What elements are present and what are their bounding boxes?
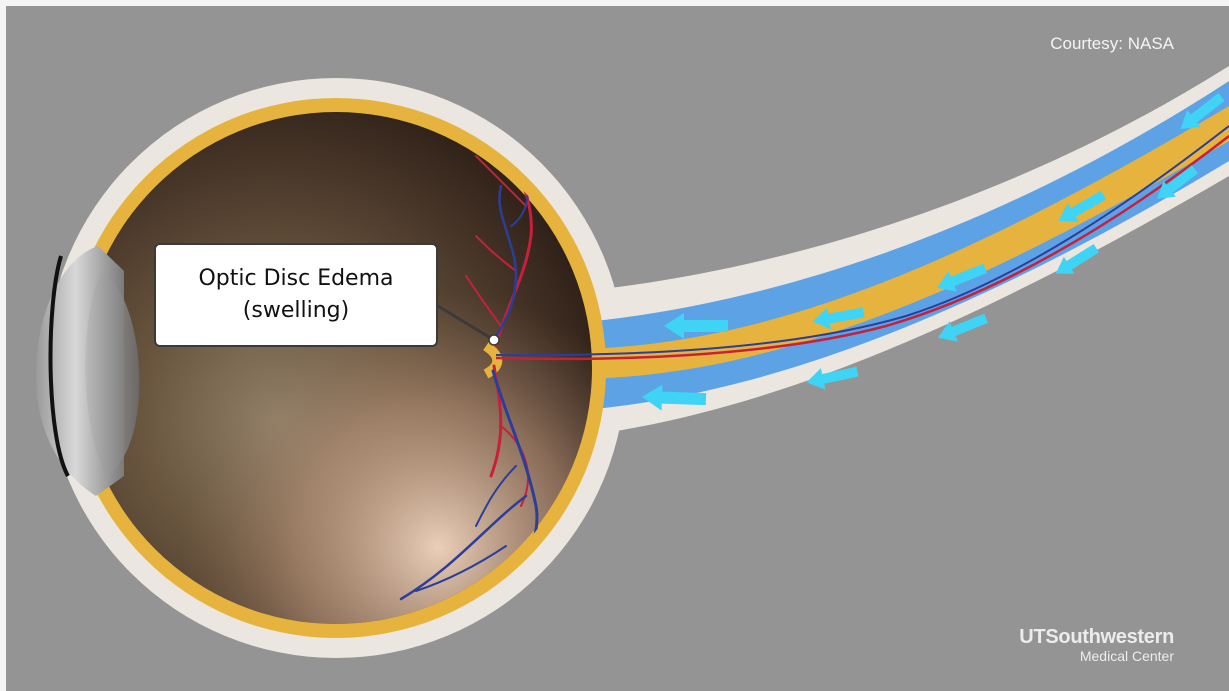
utsw-logo: UTSouthwestern Medical Center: [1019, 626, 1174, 664]
optic-disc-edema-callout: Optic Disc Edema (swelling): [154, 243, 438, 347]
callout-title: Optic Disc Edema: [198, 263, 393, 295]
illustration-stage: Courtesy: NASA Optic Disc Edema (swellin…: [6, 6, 1229, 691]
logo-brand-prefix: UT: [1019, 626, 1045, 648]
eye-illustration: [6, 6, 1229, 691]
logo-brand: UTSouthwestern: [1019, 626, 1174, 649]
callout-pointer-dot: [489, 335, 499, 345]
courtesy-credit: Courtesy: NASA: [1050, 34, 1174, 54]
logo-subtitle: Medical Center: [1019, 648, 1174, 664]
callout-subtitle: (swelling): [243, 295, 349, 327]
logo-brand-name: Southwestern: [1045, 626, 1174, 648]
